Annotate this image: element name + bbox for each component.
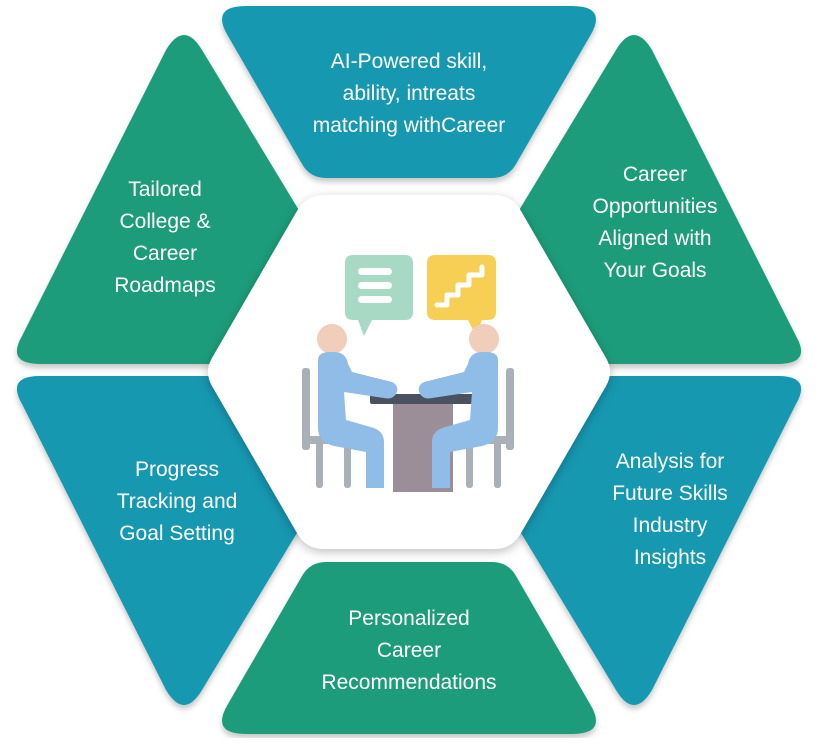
chair-right-icon — [460, 368, 514, 488]
speech-bubble-text-icon — [345, 255, 413, 336]
segment-label-ai-skill-matching: AI-Powered skill, ability, intreats matc… — [312, 50, 506, 137]
segment-lower-left — [16, 376, 303, 705]
segment-upper-right — [515, 35, 802, 364]
segment-label-career-opportunities: Career Opportunities Aligned with Your G… — [592, 163, 718, 282]
career-counseling-meeting-icon — [302, 255, 514, 492]
segment-top — [222, 6, 596, 178]
center-hexagon — [208, 195, 610, 549]
segment-label-tailored-roadmaps: Tailored College & Career Roadmaps — [114, 178, 216, 297]
person-right-icon — [418, 324, 499, 488]
segment-upper-left — [16, 35, 303, 364]
person-left-icon — [317, 324, 398, 488]
segment-label-progress-tracking: Progress Tracking and Goal Setting — [116, 458, 238, 545]
segment-label-personalized-recommendations: Personalized Career Recommendations — [321, 607, 497, 694]
segment-label-future-skills-analysis: Analysis for Future Skills Industry Insi… — [612, 450, 728, 569]
segment-lower-right — [515, 376, 802, 705]
segment-bottom — [222, 562, 596, 734]
speech-bubble-stairs-icon — [427, 255, 496, 336]
